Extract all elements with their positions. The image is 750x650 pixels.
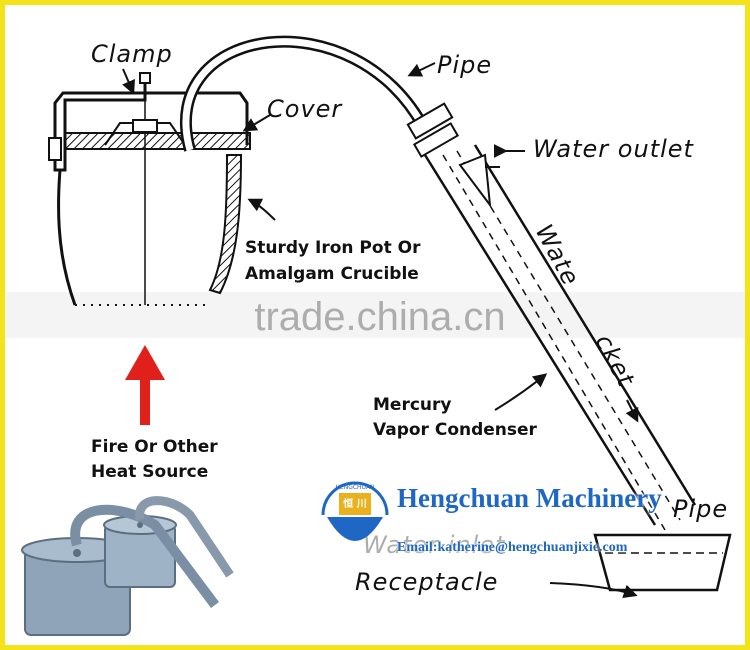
label-vapor-condenser: Vapor Condenser (373, 420, 538, 440)
logo-chars: 恒 川 (343, 497, 366, 510)
label-fire: Fire Or Other (91, 437, 218, 457)
receptacle (593, 533, 732, 592)
label-pot-line2: Amalgam Crucible (245, 264, 419, 284)
clamp (48, 72, 249, 172)
label-receptacle: Receptacle (355, 568, 498, 596)
label-mercury: Mercury (373, 395, 451, 415)
company-logo: 恒 川 HENGCHUAN (321, 481, 389, 541)
label-pipe: Pipe (437, 51, 492, 79)
pot-cover (64, 132, 251, 150)
label-water-inlet-partial: Water inlet (363, 531, 506, 559)
watermark-band (5, 292, 745, 338)
label-pipe-partial: Pipe (673, 495, 728, 523)
label-clamp: Clamp (91, 40, 173, 68)
heat-arrow (125, 345, 165, 425)
mercury-vapor-condenser (423, 144, 697, 531)
retort-diagram: Clamp Pipe Cover Water outlet Sturdy Iro… (21, 35, 732, 636)
label-heat-source: Heat Source (91, 462, 208, 482)
label-water-jacket-part2: cket (590, 330, 641, 392)
label-pot-line1: Sturdy Iron Pot Or (245, 238, 421, 258)
pipe (179, 35, 460, 158)
company-name: Hengchuan Machinery (397, 483, 662, 513)
product-photo (21, 496, 234, 636)
label-water-outlet: Water outlet (533, 135, 695, 163)
watermark-text: trade.china.cn (254, 295, 506, 339)
label-water-jacket-part1: Wate (530, 220, 585, 291)
company-email: Email:katherine@hengchuanjixie.com (397, 540, 628, 555)
logo-text: HENGCHUAN (335, 484, 374, 491)
label-cover: Cover (267, 95, 343, 123)
